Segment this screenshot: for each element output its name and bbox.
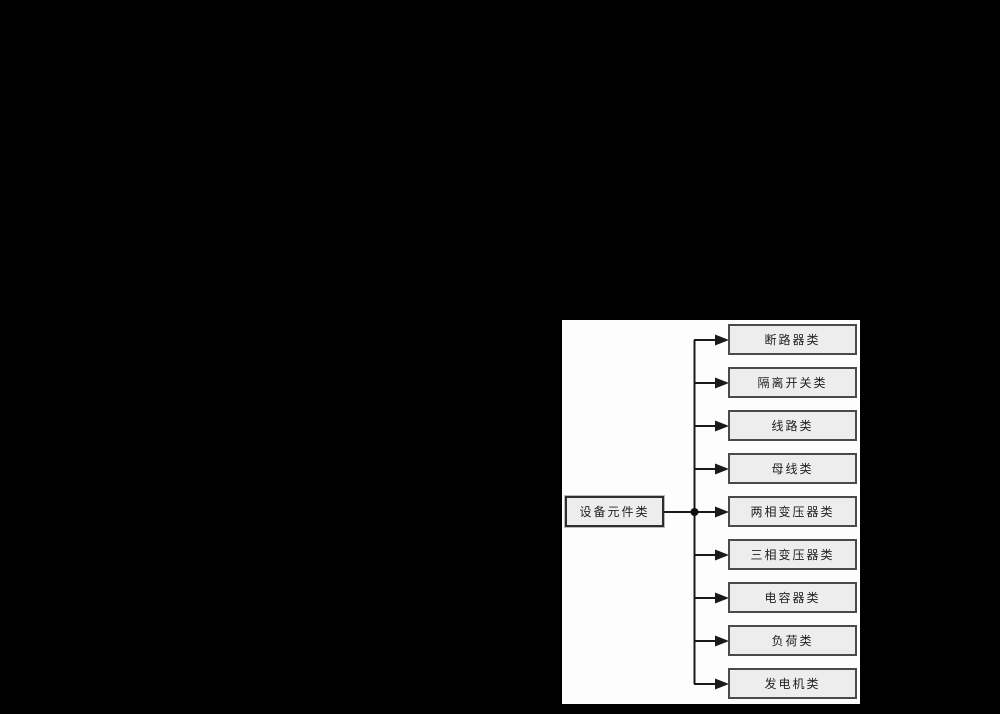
connector-branch [694,549,729,561]
connector-branch [694,678,729,690]
node-three-phase-transformer: 三相变压器类 [728,539,857,570]
connector-lines [664,334,729,690]
arrowhead-icon [715,463,729,475]
node-root: 设备元件类 [565,496,664,527]
arrowhead-icon [715,377,729,389]
arrowhead-icon [715,420,729,432]
node-generator: 发电机类 [728,668,857,699]
arrowhead-icon [715,506,729,518]
connector-branch [694,592,729,604]
node-line: 线路类 [728,410,857,441]
connector-branch [694,506,729,518]
arrowhead-icon [715,635,729,647]
junction-dot [690,508,699,516]
arrowhead-icon [715,334,729,346]
arrowhead-icon [715,678,729,690]
node-busbar: 母线类 [728,453,857,484]
node-capacitor: 电容器类 [728,582,857,613]
arrowhead-icon [715,592,729,604]
node-circuit-breaker: 断路器类 [728,324,857,355]
connector-branch [694,463,729,475]
connector-branch [694,334,729,346]
node-isolating-switch: 隔离开关类 [728,367,857,398]
node-load: 负荷类 [728,625,857,656]
diagram-panel: 设备元件类 断路器类 隔离开关类 线路类 母线类 两相变压器类 三相变压器类 电… [562,320,860,704]
node-two-phase-transformer: 两相变压器类 [728,496,857,527]
connector-branch [694,420,729,432]
connector-branch [694,635,729,647]
arrowhead-icon [715,549,729,561]
connector-branch [694,377,729,389]
